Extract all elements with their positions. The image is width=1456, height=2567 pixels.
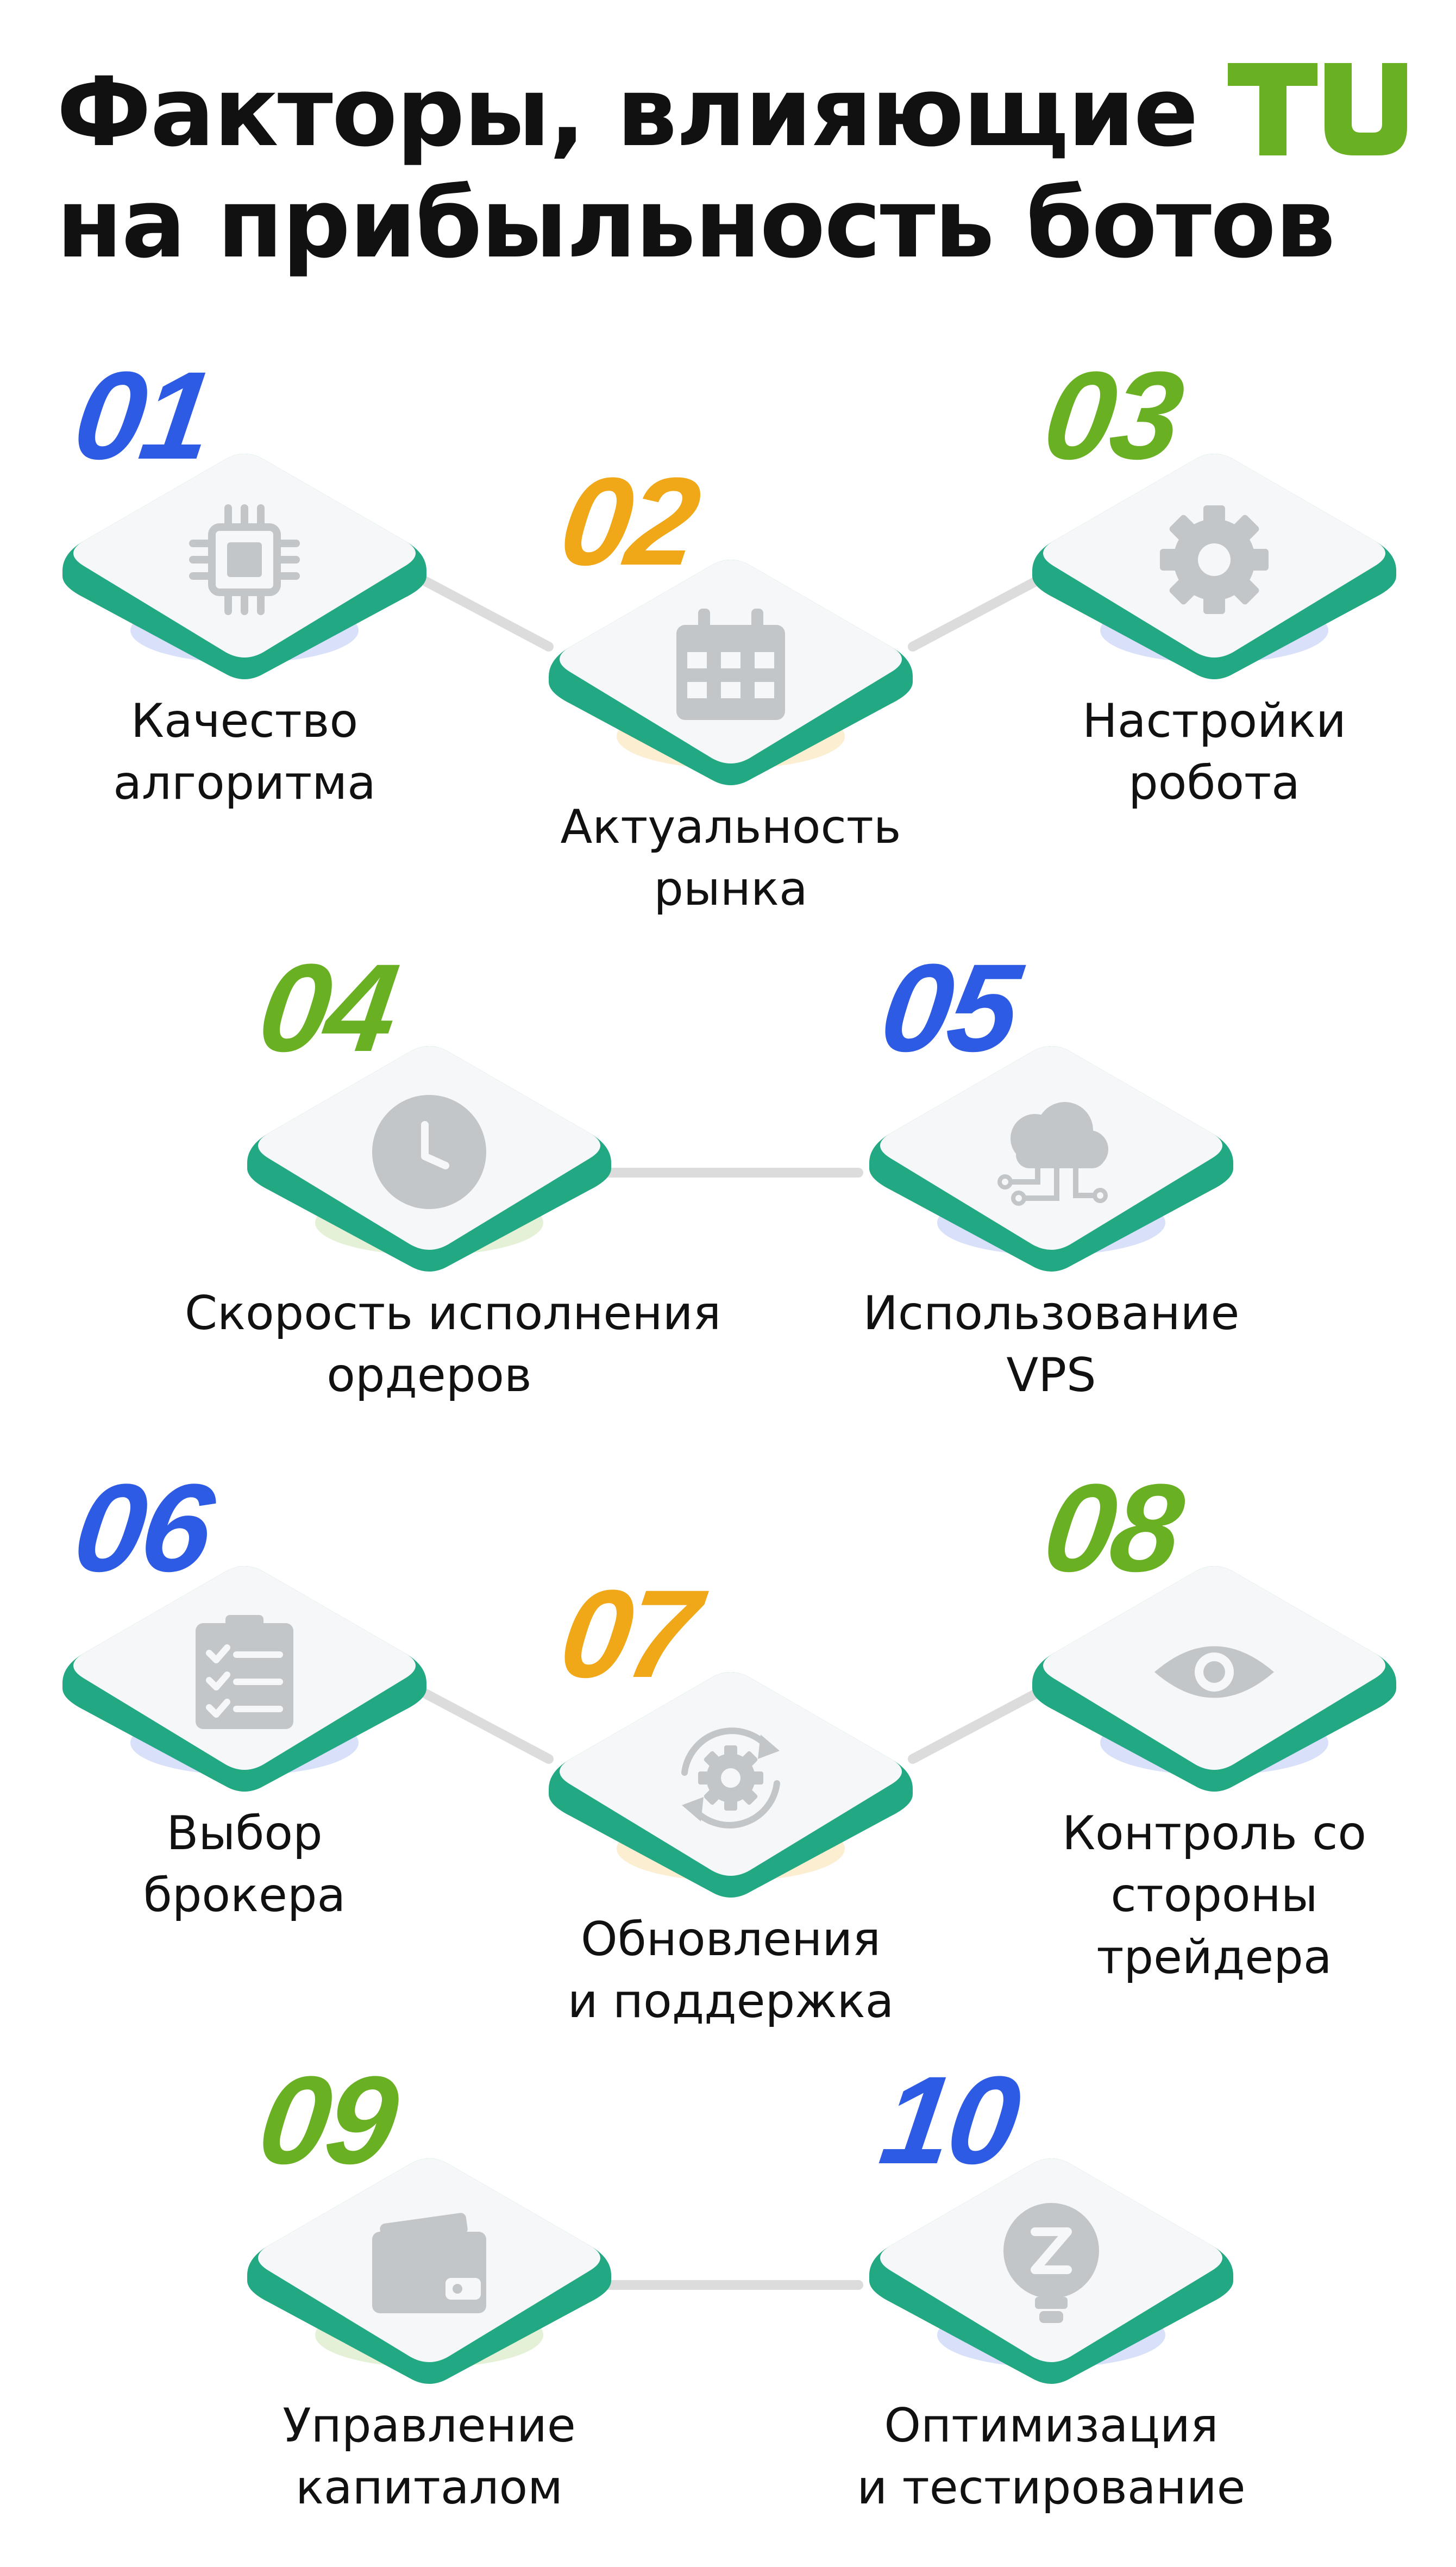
title-line-1: Факторы, влияющие: [57, 57, 1198, 168]
factor-label: Выбор брокера: [143, 1806, 346, 1923]
calendar-icon: [676, 609, 785, 720]
factor-label: Настройки робота: [1082, 694, 1346, 810]
eye-icon: [1154, 1646, 1274, 1698]
factor-number: 09: [251, 2050, 403, 2190]
checklist-clipboard-icon: [196, 1615, 293, 1729]
factor-label: Актуальность рынка: [560, 800, 901, 916]
factor-number: 05: [873, 938, 1025, 1078]
clock-icon: [372, 1095, 486, 1209]
factor-number: 02: [553, 452, 705, 591]
wallet-icon: [372, 2213, 486, 2313]
cpu-chip-icon: [189, 504, 300, 615]
factor-number: 06: [66, 1458, 218, 1598]
gear-refresh-icon: [681, 1727, 780, 1829]
tu-logo: TU: [1228, 63, 1407, 155]
factor-number: 08: [1036, 1458, 1188, 1598]
factor-label: Качество алгоритма: [113, 694, 376, 810]
cloud-network-icon: [997, 1102, 1108, 1206]
factor-label: Скорость исполнения ордеров: [185, 1286, 721, 1403]
factor-number: 01: [66, 346, 218, 485]
factor-number: 07: [553, 1564, 705, 1704]
factor-label: Контроль со стороны трейдера: [1062, 1806, 1367, 1984]
lightbulb-z-icon: [1003, 2203, 1099, 2323]
factor-label: Использование VPS: [863, 1286, 1240, 1403]
page-title: Факторы, влияющие на прибыльность ботов: [57, 57, 1335, 279]
factor-number: 04: [251, 938, 403, 1078]
factor-label: Управление капиталом: [283, 2399, 576, 2515]
title-line-2: на прибыльность ботов: [57, 168, 1335, 279]
factor-label: Обновления и поддержка: [567, 1912, 894, 2028]
factor-number: 03: [1036, 346, 1188, 485]
gear-icon: [1160, 505, 1269, 614]
factor-label: Оптимизация и тестирование: [857, 2399, 1246, 2515]
factor-number: 10: [873, 2050, 1025, 2190]
